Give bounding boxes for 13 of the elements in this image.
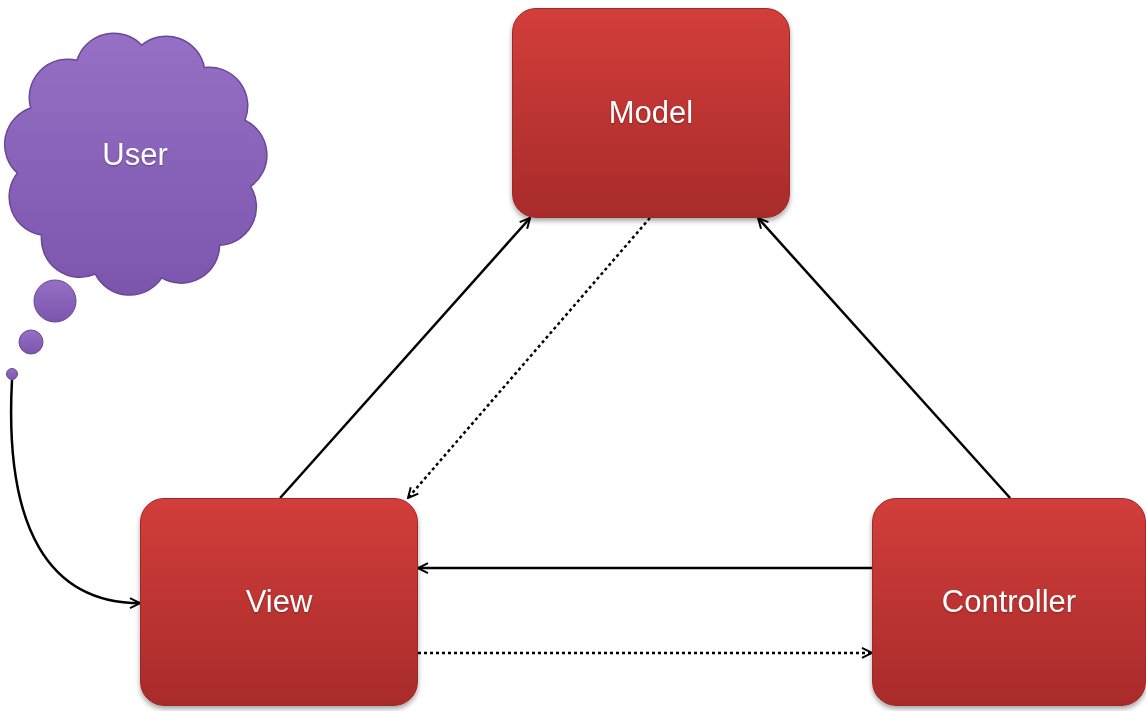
arrow (417, 562, 872, 575)
node-label: Model (608, 95, 694, 131)
node-label: View (245, 584, 313, 620)
process-box (872, 498, 1146, 706)
dotted-arrow (418, 646, 873, 659)
node-label: Controller (941, 584, 1077, 620)
process-box (140, 498, 418, 706)
node-label: User (101, 137, 169, 173)
arrow (9, 379, 141, 609)
dotted-arrow (407, 217, 651, 499)
arrow (757, 217, 1012, 499)
process-box (512, 8, 790, 218)
arrow (279, 217, 532, 499)
